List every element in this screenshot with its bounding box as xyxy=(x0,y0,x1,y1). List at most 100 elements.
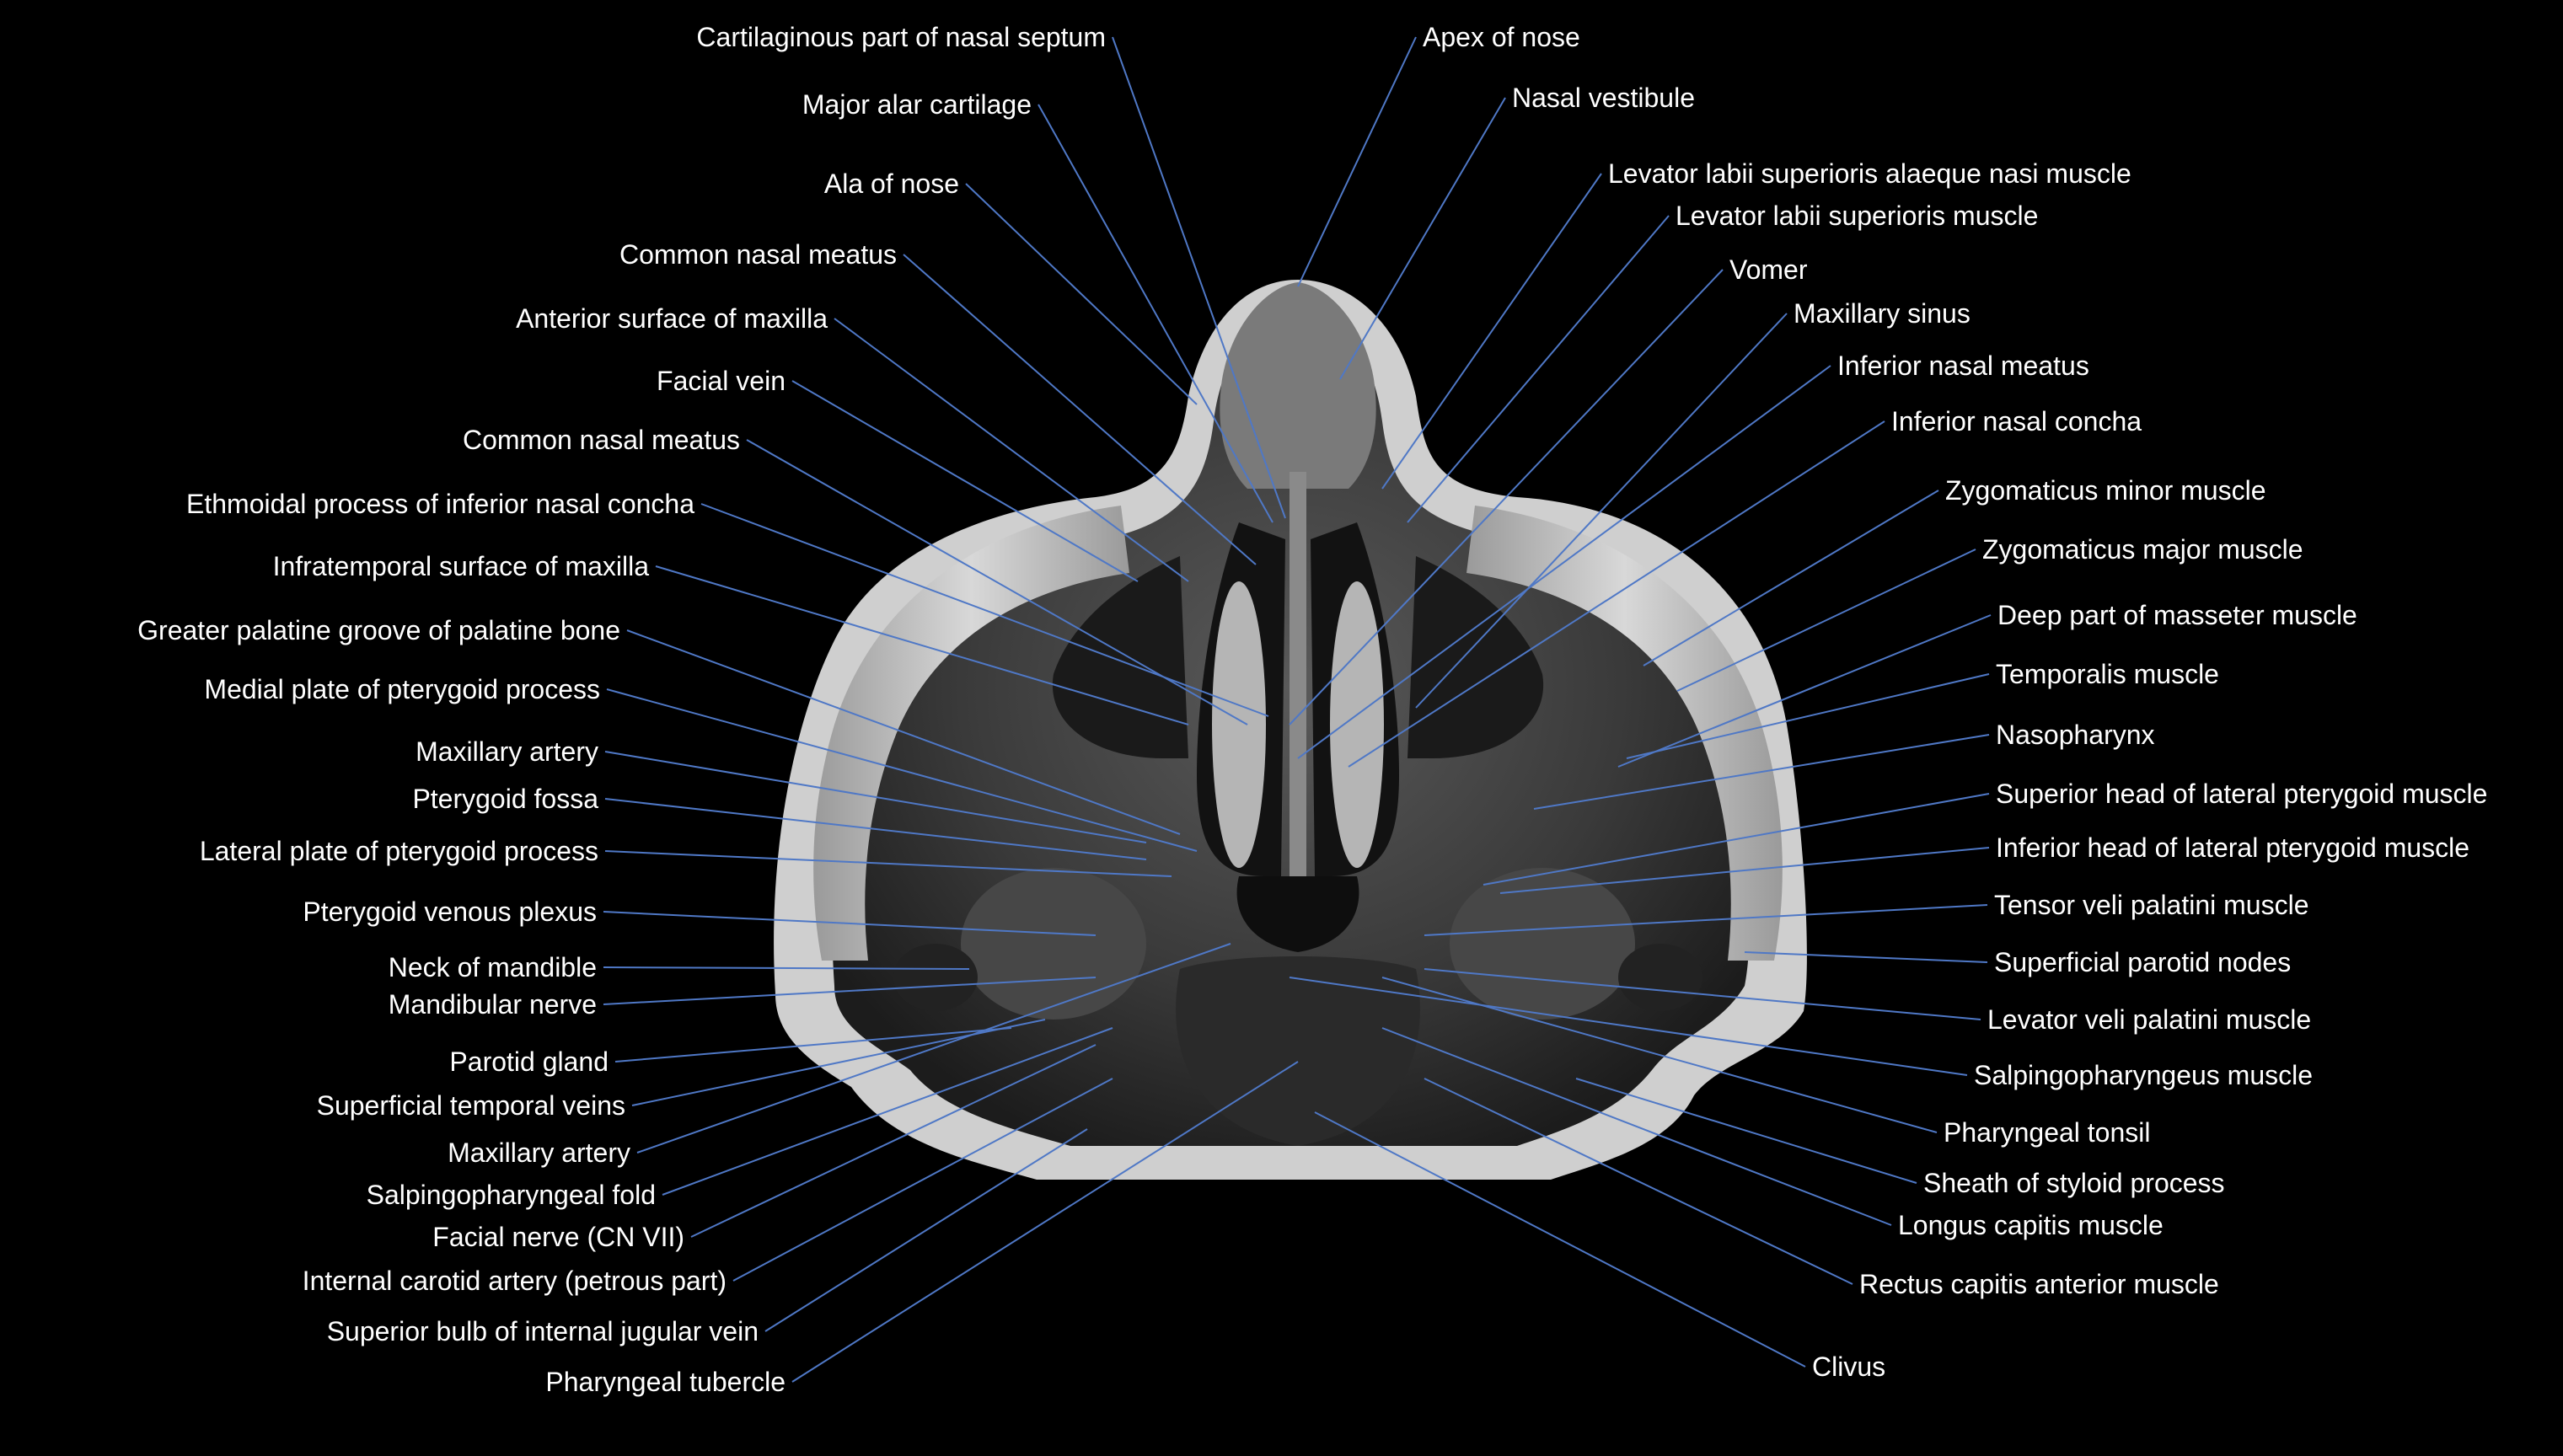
label-salpingopharyngeal-fold: Salpingopharyngeal fold xyxy=(367,1180,656,1210)
label-anterior-surface-of-maxilla: Anterior surface of maxilla xyxy=(516,303,828,334)
leader-temporalis-muscle xyxy=(1626,673,1990,759)
label-sheath-of-styloid-process: Sheath of styloid process xyxy=(1923,1168,2225,1198)
label-common-nasal-meatus: Common nasal meatus xyxy=(463,425,740,455)
left-maxillary-sinus xyxy=(1052,556,1188,758)
leader-clivus xyxy=(1314,1111,1806,1368)
leader-inferior-nasal-concha xyxy=(1348,420,1885,768)
leader-superior-head-of-lateral-pterygoid-muscle xyxy=(1483,793,1990,886)
leader-tensor-veli-palatini-muscle xyxy=(1424,904,1988,936)
label-internal-carotid-artery-petrous-part: Internal carotid artery (petrous part) xyxy=(303,1266,727,1296)
nasopharynx-air xyxy=(1236,876,1359,952)
leader-major-alar-cartilage xyxy=(1038,104,1273,523)
label-common-nasal-meatus: Common nasal meatus xyxy=(619,239,897,270)
right-cheek-fat xyxy=(1466,506,1783,961)
label-parotid-gland: Parotid gland xyxy=(449,1046,609,1077)
mri-slice xyxy=(774,280,1807,1180)
leader-levator-labii-superioris-alaeque-nasi-muscle xyxy=(1381,173,1602,490)
leader-pterygoid-venous-plexus xyxy=(603,911,1097,936)
leader-lateral-plate-of-pterygoid-process xyxy=(604,850,1172,877)
label-inferior-nasal-meatus: Inferior nasal meatus xyxy=(1837,351,2089,381)
leader-zygomaticus-major-muscle xyxy=(1676,549,1976,692)
label-superficial-parotid-nodes: Superficial parotid nodes xyxy=(1994,947,2291,977)
leader-maxillary-sinus xyxy=(1415,313,1788,709)
label-maxillary-sinus: Maxillary sinus xyxy=(1794,298,1971,329)
leader-pharyngeal-tubercle xyxy=(791,1061,1299,1383)
leader-facial-nerve-cn-vii xyxy=(690,1044,1097,1238)
label-levator-labii-superioris-muscle: Levator labii superioris muscle xyxy=(1676,201,2038,231)
clivus xyxy=(1176,956,1420,1146)
label-ala-of-nose: Ala of nose xyxy=(824,169,959,199)
leader-neck-of-mandible xyxy=(603,966,970,970)
leader-superior-bulb-of-internal-jugular-vein xyxy=(764,1128,1088,1332)
label-superior-bulb-of-internal-jugular-vein: Superior bulb of internal jugular vein xyxy=(327,1316,759,1346)
leader-apex-of-nose xyxy=(1297,36,1417,287)
leader-common-nasal-meatus xyxy=(903,254,1257,565)
label-zygomaticus-minor-muscle: Zygomaticus minor muscle xyxy=(1945,475,2266,506)
left-mandible-neck xyxy=(893,944,978,1011)
label-tensor-veli-palatini-muscle: Tensor veli palatini muscle xyxy=(1994,890,2309,920)
leader-medial-plate-of-pterygoid-process xyxy=(606,688,1198,852)
label-apex-of-nose: Apex of nose xyxy=(1423,22,1580,52)
label-deep-part-of-masseter-muscle: Deep part of masseter muscle xyxy=(1997,600,2357,630)
label-pterygoid-fossa: Pterygoid fossa xyxy=(412,784,598,814)
leader-zygomaticus-minor-muscle xyxy=(1643,490,1939,666)
right-mandible-neck xyxy=(1618,944,1702,1011)
label-superior-head-of-lateral-pterygoid-muscle: Superior head of lateral pterygoid muscl… xyxy=(1996,779,2487,809)
label-greater-palatine-groove-of-palatine-bone: Greater palatine groove of palatine bone xyxy=(137,615,620,645)
leader-facial-vein xyxy=(791,380,1139,582)
right-concha xyxy=(1330,581,1384,868)
label-facial-vein: Facial vein xyxy=(657,366,786,396)
label-pharyngeal-tonsil: Pharyngeal tonsil xyxy=(1944,1117,2150,1148)
label-major-alar-cartilage: Major alar cartilage xyxy=(802,89,1032,120)
leader-pterygoid-fossa xyxy=(604,798,1147,860)
leader-nasal-vestibule xyxy=(1339,97,1506,380)
leader-longus-capitis-muscle xyxy=(1381,1027,1892,1226)
leader-nasopharynx xyxy=(1533,734,1990,810)
label-cartilaginous-part-of-nasal-septum: Cartilaginous part of nasal septum xyxy=(696,22,1106,52)
label-vomer: Vomer xyxy=(1729,254,1808,285)
label-inferior-head-of-lateral-pterygoid-muscle: Inferior head of lateral pterygoid muscl… xyxy=(1996,832,2469,863)
leader-pharyngeal-tonsil xyxy=(1381,977,1938,1133)
label-nasal-vestibule: Nasal vestibule xyxy=(1512,83,1695,113)
leader-maxillary-artery xyxy=(636,943,1231,1154)
label-nasopharynx: Nasopharynx xyxy=(1996,720,2155,750)
leader-levator-labii-superioris-muscle xyxy=(1407,215,1670,523)
leader-levator-veli-palatini-muscle xyxy=(1424,968,1981,1020)
labels-left: Cartilaginous part of nasal septumMajor … xyxy=(137,22,1106,1397)
label-inferior-nasal-concha: Inferior nasal concha xyxy=(1891,406,2142,436)
label-ethmoidal-process-of-inferior-nasal-concha: Ethmoidal process of inferior nasal conc… xyxy=(186,489,694,519)
label-infratemporal-surface-of-maxilla: Infratemporal surface of maxilla xyxy=(273,551,650,581)
label-levator-veli-palatini-muscle: Levator veli palatini muscle xyxy=(1987,1004,2311,1035)
leader-salpingopharyngeal-fold xyxy=(662,1027,1113,1196)
leader-anterior-surface-of-maxilla xyxy=(834,318,1189,582)
right-pterygoid-region xyxy=(1450,868,1635,1020)
label-maxillary-artery: Maxillary artery xyxy=(416,736,598,767)
leader-greater-palatine-groove-of-palatine-bone xyxy=(626,629,1181,835)
leader-salpingopharyngeus-muscle xyxy=(1289,977,1968,1076)
left-pterygoid-region xyxy=(961,868,1146,1020)
leader-sheath-of-styloid-process xyxy=(1575,1078,1917,1184)
leader-mandibular-nerve xyxy=(603,977,1097,1005)
leader-lines xyxy=(603,36,1992,1383)
left-cheek-fat xyxy=(813,506,1129,961)
label-temporalis-muscle: Temporalis muscle xyxy=(1996,659,2219,689)
leader-cartilaginous-part-of-nasal-septum xyxy=(1112,36,1286,519)
nasal-septum xyxy=(1290,472,1306,876)
leader-inferior-nasal-meatus xyxy=(1297,365,1831,759)
left-concha xyxy=(1212,581,1266,868)
leader-ala-of-nose xyxy=(965,183,1198,405)
leader-ethmoidal-process-of-inferior-nasal-concha xyxy=(700,503,1269,717)
nose xyxy=(1220,282,1376,489)
label-zygomaticus-major-muscle: Zygomaticus major muscle xyxy=(1982,534,2303,565)
label-rectus-capitis-anterior-muscle: Rectus capitis anterior muscle xyxy=(1859,1269,2219,1299)
label-pharyngeal-tubercle: Pharyngeal tubercle xyxy=(545,1367,786,1397)
leader-vomer xyxy=(1289,269,1724,725)
leader-rectus-capitis-anterior-muscle xyxy=(1424,1078,1853,1285)
label-mandibular-nerve: Mandibular nerve xyxy=(389,989,597,1020)
leader-inferior-head-of-lateral-pterygoid-muscle xyxy=(1499,847,1990,894)
label-longus-capitis-muscle: Longus capitis muscle xyxy=(1898,1210,2164,1240)
leader-infratemporal-surface-of-maxilla xyxy=(655,565,1189,725)
label-maxillary-artery: Maxillary artery xyxy=(448,1138,630,1168)
label-medial-plate-of-pterygoid-process: Medial plate of pterygoid process xyxy=(204,674,600,704)
